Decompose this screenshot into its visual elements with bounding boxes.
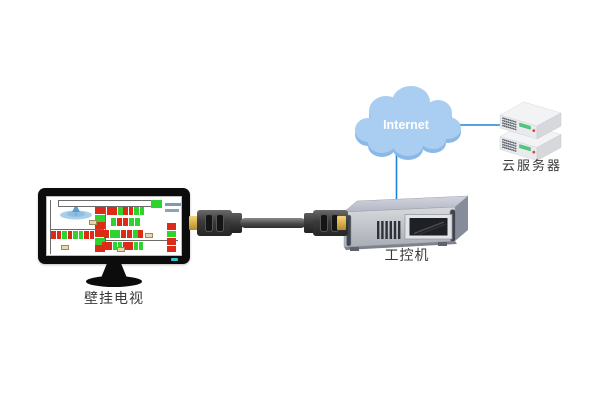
status-cell <box>132 230 138 238</box>
server-green-bar <box>519 122 531 130</box>
car-icon <box>61 245 69 250</box>
ipc-foot <box>438 242 447 246</box>
server-unit-top <box>499 101 562 140</box>
server-status-led <box>532 150 536 154</box>
status-cell <box>139 207 145 215</box>
status-cell <box>138 230 144 238</box>
industrial-pc-icon <box>343 195 469 251</box>
screen-wall <box>50 229 104 230</box>
server-label: 云服务器 <box>501 158 562 173</box>
status-cell <box>123 207 128 215</box>
status-cell <box>117 218 123 226</box>
status-cell <box>95 230 105 237</box>
status-cell <box>95 237 105 245</box>
screen-legend-text <box>165 203 181 206</box>
status-cell <box>112 242 118 250</box>
status-cell <box>104 230 109 238</box>
car-icon <box>145 233 153 238</box>
fountain-icon <box>60 204 92 220</box>
status-cell <box>115 230 121 238</box>
cable-wire <box>240 218 306 228</box>
status-cell <box>117 242 123 250</box>
car-icon <box>89 220 97 225</box>
status-cell <box>84 231 89 239</box>
hdmi-plug-left <box>197 210 232 236</box>
plug-grip-slot <box>206 215 212 231</box>
status-cell <box>133 242 139 250</box>
status-cell <box>126 230 132 238</box>
hdmi-connector-right <box>337 216 346 230</box>
tv-stand-neck <box>101 264 127 278</box>
car-icon <box>117 247 125 252</box>
status-cell <box>107 242 112 250</box>
plug-taper-left <box>230 213 242 233</box>
status-cell <box>51 231 56 239</box>
ipc-vents-icon <box>377 221 401 239</box>
screen-wall <box>105 207 106 249</box>
tv-stand-base <box>86 276 142 287</box>
status-cell <box>138 242 144 250</box>
status-cell <box>123 242 128 250</box>
status-cell <box>129 218 135 226</box>
tv-screen <box>46 196 182 256</box>
status-cell <box>67 231 73 239</box>
internet-cloud-icon: Internet <box>355 86 461 160</box>
status-block <box>151 200 162 208</box>
status-cell <box>134 207 139 215</box>
screen-wall <box>50 200 51 254</box>
server-green-bar <box>519 144 531 152</box>
ipc-label: 工控机 <box>384 247 430 263</box>
status-cell <box>73 231 78 239</box>
status-cell <box>95 222 105 230</box>
power-led-icon <box>171 258 178 261</box>
status-cell <box>167 245 176 253</box>
status-cell <box>95 214 105 222</box>
status-cell <box>123 218 129 226</box>
server-vent-dots <box>502 117 517 131</box>
status-cell <box>121 230 127 238</box>
status-cell <box>112 207 118 215</box>
status-cell <box>62 231 67 239</box>
status-cell <box>117 207 123 215</box>
ipc-foot <box>350 247 359 251</box>
server-vent-dots <box>502 138 517 152</box>
plug-grip-slot <box>217 215 223 231</box>
status-cell <box>89 231 95 239</box>
status-cell <box>135 218 141 226</box>
status-cell <box>111 218 117 226</box>
status-cell <box>128 242 133 250</box>
status-cell <box>78 231 84 239</box>
screen-wall <box>102 240 178 241</box>
server-stack-icon <box>499 101 562 161</box>
status-cell <box>95 245 105 253</box>
hdmi-connector-left <box>189 216 198 230</box>
status-cell <box>109 230 115 238</box>
status-cell <box>167 230 176 238</box>
screen-lane <box>58 200 154 207</box>
status-cell <box>95 207 105 214</box>
screen-legend-text <box>165 209 179 212</box>
status-cell <box>128 207 134 215</box>
status-cell <box>167 238 176 245</box>
status-cell <box>167 223 176 230</box>
status-cell <box>56 231 62 239</box>
plug-grip-slot <box>332 215 338 231</box>
plug-grip-slot <box>321 215 327 231</box>
status-cell <box>107 207 112 215</box>
tv-label: 壁挂电视 <box>84 290 144 306</box>
status-cell <box>102 242 107 250</box>
server-status-led <box>532 129 536 133</box>
cloud-label: Internet <box>383 118 430 132</box>
